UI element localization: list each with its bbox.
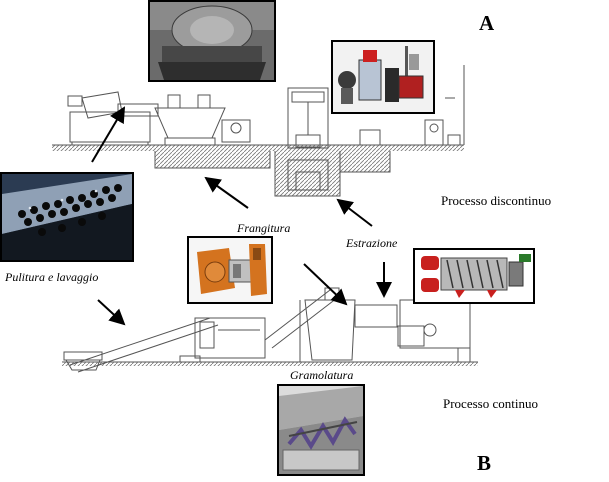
decanter-photo	[413, 248, 535, 304]
arrow-washing-bottom	[97, 299, 126, 326]
arrow-washing-to-top	[91, 106, 126, 163]
continuous-plant	[62, 287, 478, 373]
section-a-label: A	[479, 11, 495, 35]
discontinuous-process-label: Processo discontinuo	[441, 193, 552, 208]
hammer-crusher-photo	[187, 236, 273, 304]
frangitura-label: Frangitura	[237, 221, 291, 235]
arrow-frangitura-bottom	[303, 263, 348, 306]
gramolatura-label: Gramolatura	[290, 368, 354, 382]
section-b-label: B	[477, 451, 492, 475]
estrazione-label: Estrazione	[346, 236, 398, 250]
malaxer-photo	[277, 384, 365, 476]
millstone-photo	[148, 0, 276, 82]
arrow-frangitura-top	[204, 176, 249, 209]
pulitura-lavaggio-label: Pulitura e lavaggio	[5, 270, 99, 284]
hydraulic-press-photo	[331, 40, 435, 114]
process-arrows	[91, 106, 392, 326]
continuous-process-label: Processo continuo	[443, 396, 538, 411]
arrow-estrazione-top	[336, 198, 373, 227]
discontinuous-plant	[52, 65, 465, 197]
olive-washing-photo	[0, 172, 134, 262]
